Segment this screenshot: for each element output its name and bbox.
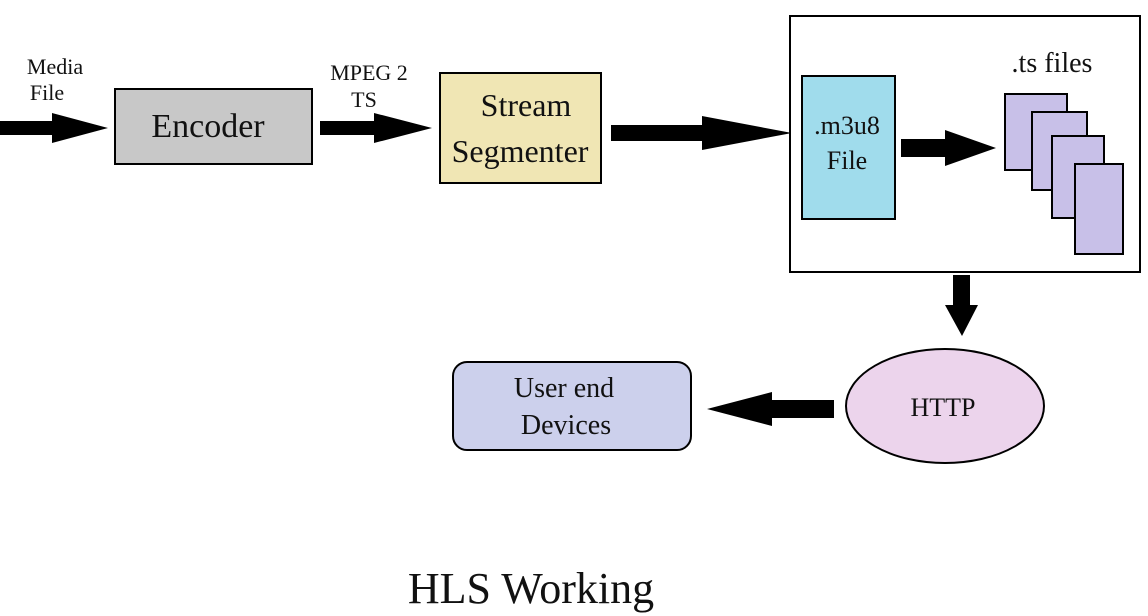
devices-box — [452, 361, 692, 451]
http-label: HTTP — [911, 393, 976, 422]
arrow-segmenter-to-server — [611, 116, 792, 150]
ts-files-stack-icon — [1004, 93, 1124, 255]
m3u8-label-line2: File — [827, 146, 867, 175]
mpeg-label-line2: TS — [351, 87, 377, 112]
encoder-label: Encoder — [151, 108, 265, 145]
segmenter-label-line2: Segmenter — [452, 133, 589, 169]
mpeg-label-line1: MPEG 2 — [330, 60, 408, 85]
m3u8-label-line1: .m3u8 — [814, 111, 880, 140]
diagram-title: HLS Working — [408, 564, 654, 613]
devices-label-line2: Devices — [521, 410, 611, 441]
arrow-encoder-to-segmenter — [320, 113, 432, 143]
arrow-http-to-devices — [707, 392, 834, 426]
m3u8-file-box — [801, 75, 896, 220]
ts-file-4 — [1074, 163, 1124, 255]
devices-label-line1: User end — [514, 373, 614, 404]
http-node — [845, 348, 1045, 464]
arrow-m3u8-to-ts — [901, 130, 996, 166]
arrow-server-to-http — [945, 275, 978, 336]
arrow-input-to-encoder — [0, 113, 108, 143]
encoder-box — [114, 88, 313, 165]
segmenter-label-line1: Stream — [481, 87, 572, 123]
ts-files-label: .ts files — [1012, 48, 1093, 79]
media-file-label-line1: Media — [27, 54, 83, 79]
media-file-label-line2: File — [30, 80, 64, 105]
segmenter-box — [439, 72, 602, 184]
